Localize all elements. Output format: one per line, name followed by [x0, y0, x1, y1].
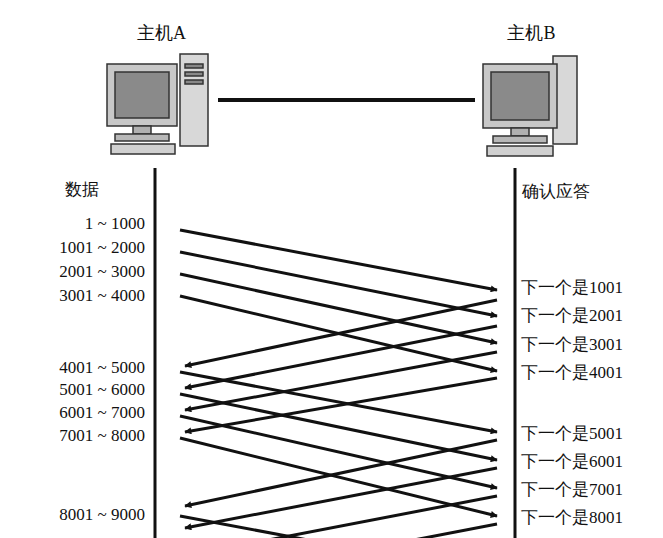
- network-cable: [218, 98, 475, 102]
- column-heading: 确认应答: [522, 182, 590, 202]
- computer-icon: [475, 52, 580, 158]
- host-b-timeline: [514, 168, 517, 538]
- timeline-label: 2001 ~ 3000: [59, 262, 145, 282]
- host-computer: 主机B: [475, 22, 588, 162]
- segment-arrows: [180, 230, 497, 538]
- computer-icon: [105, 52, 210, 158]
- timeline-label: 下一个是5001: [521, 424, 623, 444]
- timeline-label: 下一个是3001: [521, 335, 623, 355]
- timeline-label: 下一个是2001: [521, 306, 623, 326]
- timeline-label: 4001 ~ 5000: [59, 358, 145, 378]
- timeline-label: 下一个是4001: [521, 363, 623, 383]
- host-name: 主机B: [475, 22, 588, 44]
- timeline-label: 5001 ~ 6000: [59, 380, 145, 400]
- host-name: 主机A: [105, 22, 218, 44]
- column-heading: 数据: [65, 180, 99, 200]
- timeline-label: 3001 ~ 4000: [59, 286, 145, 306]
- ack-arrows: [185, 300, 497, 538]
- timeline-label: 下一个是8001: [521, 508, 623, 528]
- timeline-label: 6001 ~ 7000: [59, 403, 145, 423]
- timeline-label: 下一个是6001: [521, 452, 623, 472]
- timeline-label: 1 ~ 1000: [85, 214, 145, 234]
- timeline-label: 7001 ~ 8000: [59, 426, 145, 446]
- host-a-timeline: [154, 168, 157, 538]
- timeline-label: 下一个是7001: [521, 480, 623, 500]
- host-computer: 主机A: [105, 22, 218, 162]
- timeline-label: 1001 ~ 2000: [59, 238, 145, 258]
- timeline-label: 下一个是1001: [521, 278, 623, 298]
- timeline-label: 8001 ~ 9000: [59, 505, 145, 525]
